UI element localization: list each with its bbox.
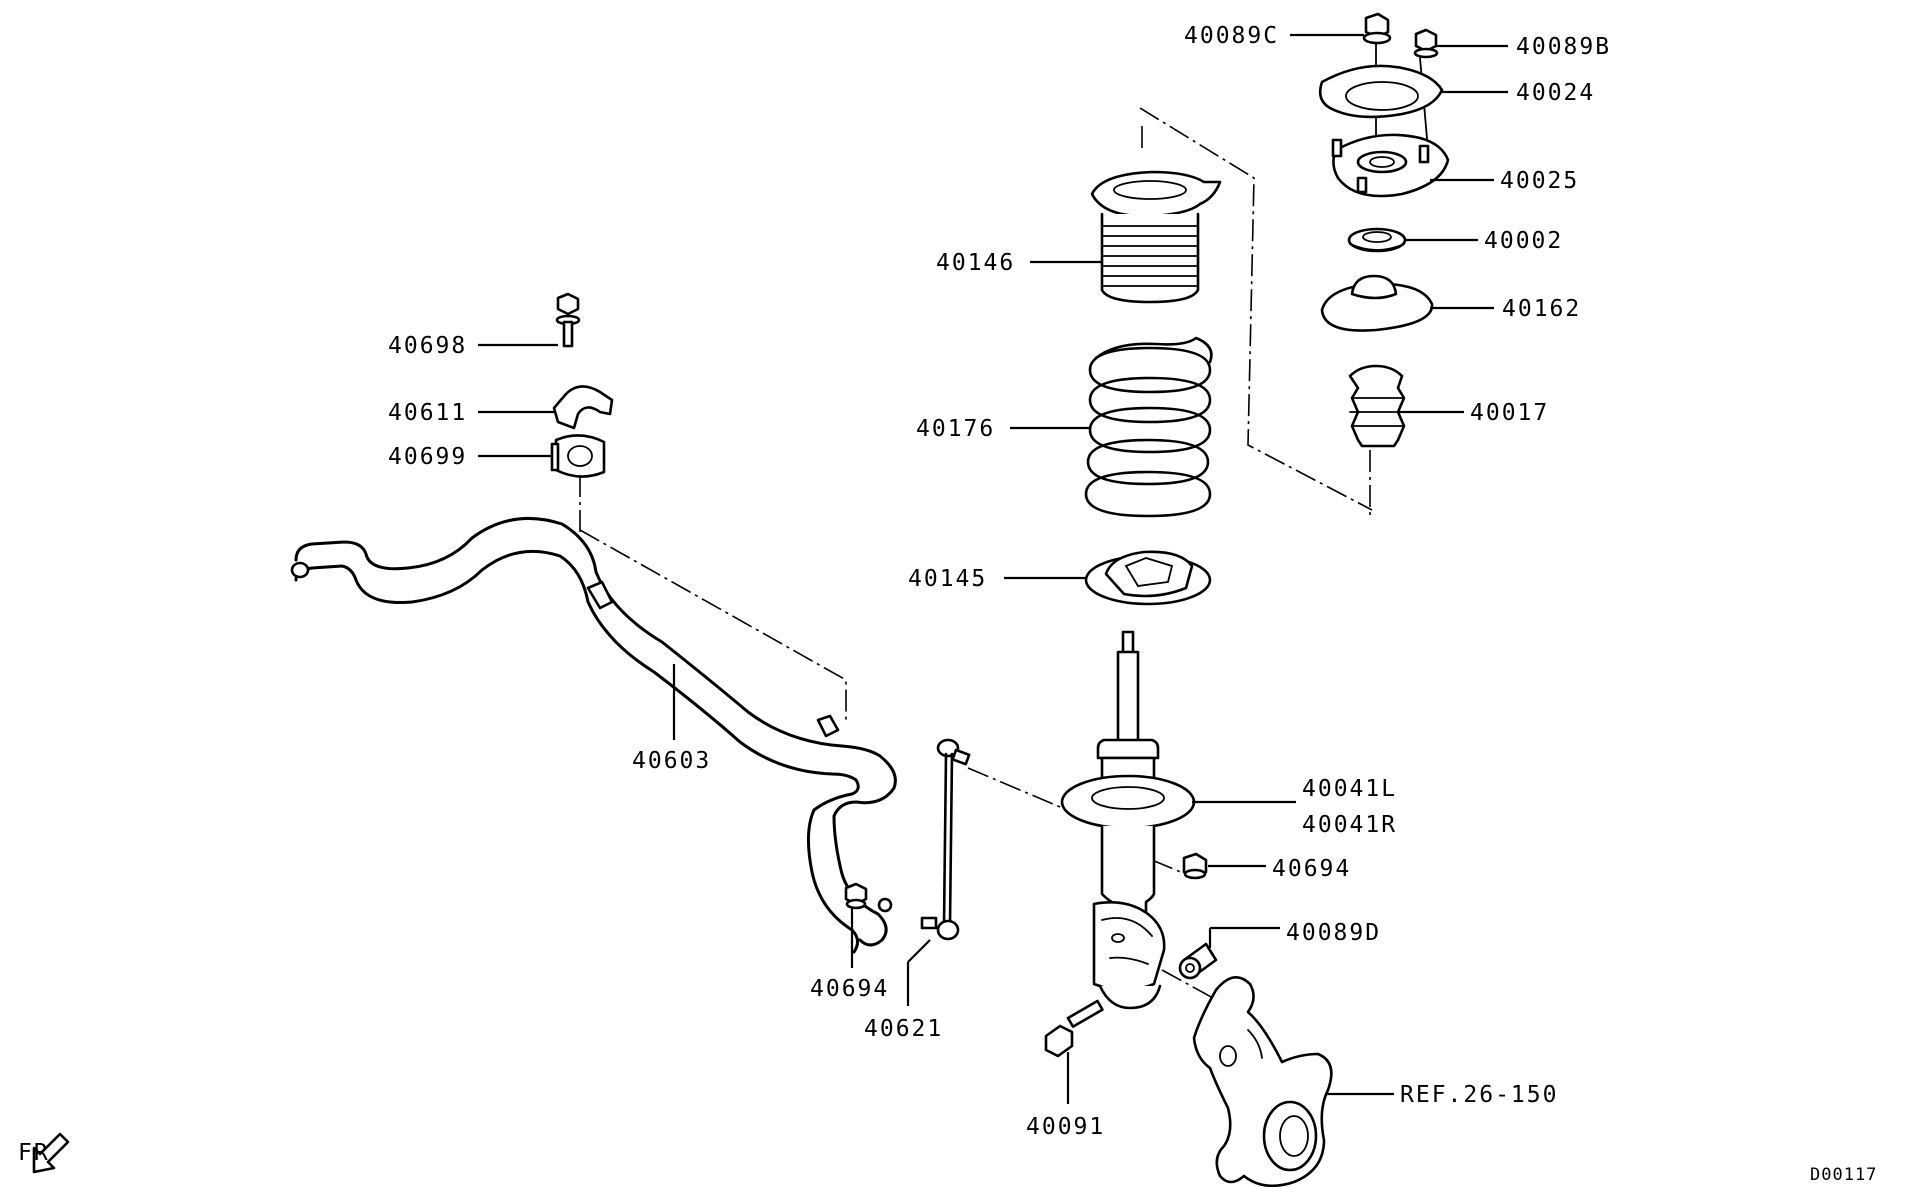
part-labels: 40089C 40089B 40024 40025 40002 40162 40… xyxy=(18,23,1877,1185)
phantom-lines xyxy=(579,107,1373,1011)
label-40621: 40621 xyxy=(864,1016,943,1042)
lower-seat-40145 xyxy=(1084,550,1212,606)
label-40041l: 40041L xyxy=(1302,776,1397,802)
stabilizer-link-40621 xyxy=(920,738,971,941)
label-40145: 40145 xyxy=(908,566,987,592)
label-40041r: 40041R xyxy=(1302,812,1397,838)
drawing-code: D00117 xyxy=(1810,1165,1877,1185)
plate-40024 xyxy=(1318,64,1444,119)
nut-40089d xyxy=(1178,942,1218,980)
label-40176: 40176 xyxy=(916,416,995,442)
label-40089d: 40089D xyxy=(1286,920,1381,946)
label-40146: 40146 xyxy=(936,250,1015,276)
label-40025: 40025 xyxy=(1500,168,1579,194)
bolt-40091 xyxy=(1044,999,1104,1058)
label-40698: 40698 xyxy=(388,333,467,359)
nut-40694-left xyxy=(844,882,868,910)
label-40017: 40017 xyxy=(1470,400,1549,426)
label-40699: 40699 xyxy=(388,444,467,470)
label-40089b: 40089B xyxy=(1516,34,1611,60)
strut-40041 xyxy=(1060,630,1196,1010)
stabilizer-bar-40603 xyxy=(290,517,897,954)
label-40162: 40162 xyxy=(1502,296,1581,322)
label-40089c: 40089C xyxy=(1184,23,1279,49)
front-arrow-icon xyxy=(32,1132,70,1174)
label-40611: 40611 xyxy=(388,400,467,426)
label-40024: 40024 xyxy=(1516,80,1595,106)
label-40002: 40002 xyxy=(1484,228,1563,254)
label-40694-right: 40694 xyxy=(1272,856,1351,882)
nut-40694-right xyxy=(1182,852,1208,880)
bracket-40611 xyxy=(552,385,614,430)
seat-40162 xyxy=(1320,274,1434,332)
bump-stop-40017 xyxy=(1348,364,1407,448)
label-fr: FR xyxy=(18,1140,50,1166)
bearing-40002 xyxy=(1347,227,1407,253)
bolt-40698 xyxy=(555,292,581,348)
steering-knuckle xyxy=(1192,976,1333,1187)
mount-40025 xyxy=(1331,133,1450,198)
label-40091: 40091 xyxy=(1026,1114,1105,1140)
label-40603: 40603 xyxy=(632,748,711,774)
label-ref: REF.26-150 xyxy=(1400,1082,1558,1108)
label-40694-left: 40694 xyxy=(810,976,889,1002)
leader-lines xyxy=(478,33,1508,1104)
bushing-40699 xyxy=(550,434,606,478)
coil-spring-40176 xyxy=(1084,336,1213,518)
dust-boot-40146 xyxy=(1090,170,1222,304)
